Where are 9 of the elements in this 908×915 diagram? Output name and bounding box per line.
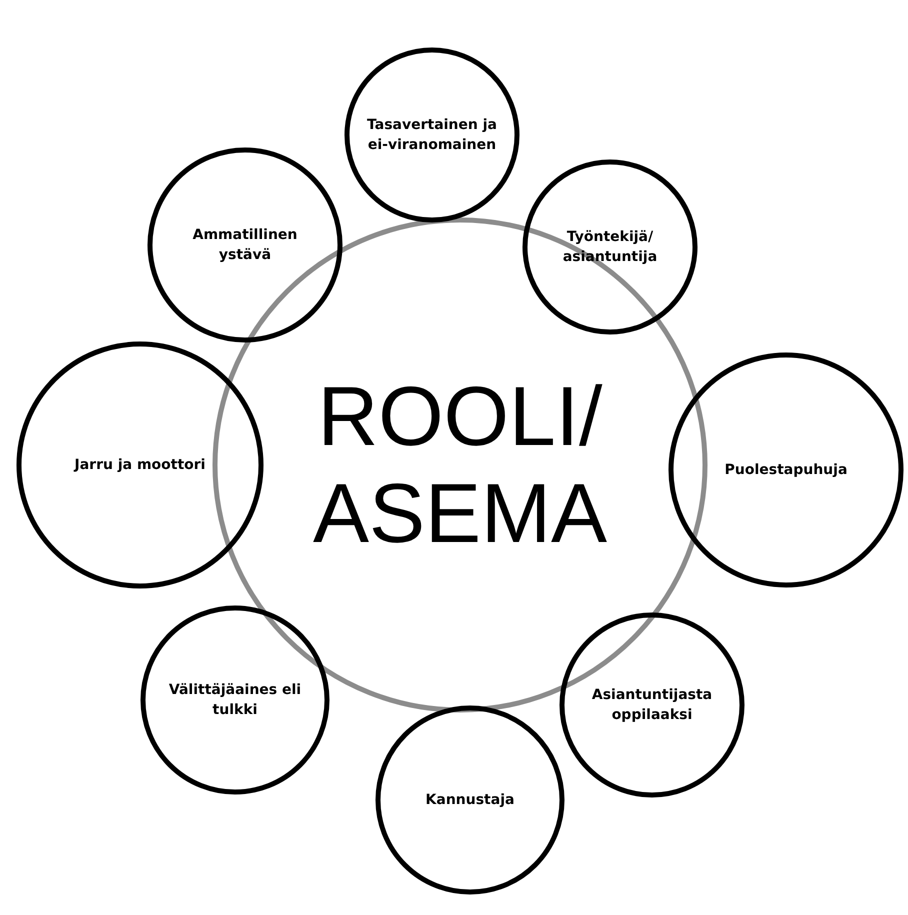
center-title: ROOLI/ ASEMA	[312, 368, 608, 562]
node-label: Ammatillinen ystävä	[192, 226, 298, 265]
node-label: Puolestapuhuja	[724, 460, 848, 480]
node-label: Työntekijä/ asiantuntija	[562, 228, 658, 267]
node-label: Jarru ja moottori	[74, 456, 206, 475]
node-label: Välittäjäaines eli tulkki	[168, 680, 302, 720]
node-label: Kannustaja	[426, 790, 514, 810]
node-label: Tasavertainen ja ei-viranomainen	[366, 116, 498, 155]
node-label: Asiantuntijasta oppilaaksi	[590, 686, 714, 725]
